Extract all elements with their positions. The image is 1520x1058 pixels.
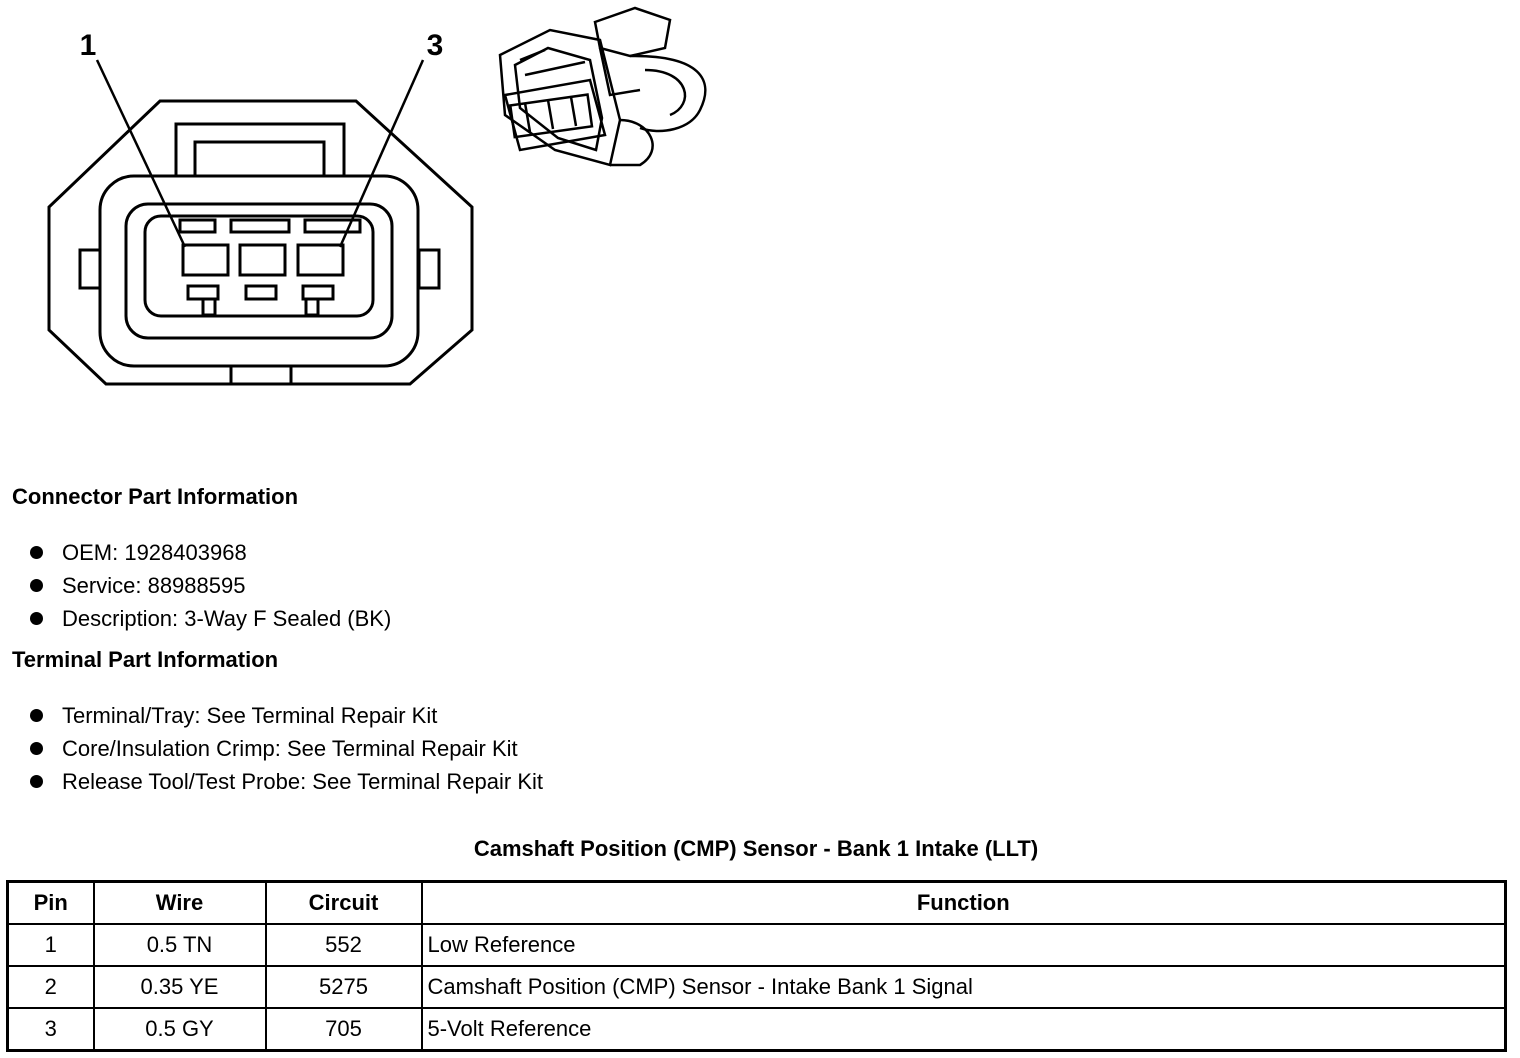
terminal-info-list: Terminal/Tray: See Terminal Repair Kit C… — [30, 699, 543, 798]
connector-isometric-icon — [498, 6, 707, 167]
pin-table: Pin Wire Circuit Function 1 0.5 TN 552 L… — [6, 880, 1507, 1052]
pin-cell: 3 — [6, 1007, 95, 1052]
table-row: 1 0.5 TN 552 Low Reference — [6, 923, 1507, 967]
column-header-wire: Wire — [92, 880, 267, 925]
connector-diagram: 1 3 — [47, 6, 707, 386]
list-item: Release Tool/Test Probe: See Terminal Re… — [30, 765, 543, 798]
connector-face-icon — [47, 59, 474, 386]
bullet-icon — [30, 742, 43, 755]
pin-cell: 2 — [6, 965, 95, 1009]
function-cell: Camshaft Position (CMP) Sensor - Intake … — [420, 965, 1507, 1009]
bullet-icon — [30, 775, 43, 788]
table-row: 3 0.5 GY 705 5-Volt Reference — [6, 1007, 1507, 1052]
list-item: OEM: 1928403968 — [30, 536, 391, 569]
connector-info-list: OEM: 1928403968 Service: 88988595 Descri… — [30, 536, 391, 635]
list-item: Description: 3-Way F Sealed (BK) — [30, 602, 391, 635]
table-title: Camshaft Position (CMP) Sensor - Bank 1 … — [473, 836, 1039, 861]
wire-cell: 0.5 GY — [92, 1007, 267, 1052]
list-item: Service: 88988595 — [30, 569, 391, 602]
pin-1-label: 1 — [80, 29, 97, 62]
circuit-cell: 5275 — [264, 965, 423, 1009]
bullet-icon — [30, 546, 43, 559]
wire-cell: 0.5 TN — [92, 923, 267, 967]
circuit-cell: 705 — [264, 1007, 423, 1052]
column-header-pin: Pin — [6, 880, 95, 925]
bullet-icon — [30, 709, 43, 722]
column-header-circuit: Circuit — [264, 880, 423, 925]
circuit-cell: 552 — [264, 923, 423, 967]
table-row: 2 0.35 YE 5275 Camshaft Position (CMP) S… — [6, 965, 1507, 1009]
connector-info-heading: Connector Part Information — [12, 484, 299, 509]
list-item: Core/Insulation Crimp: See Terminal Repa… — [30, 732, 543, 765]
table-header-row: Pin Wire Circuit Function — [6, 880, 1507, 925]
bullet-icon — [30, 579, 43, 592]
function-cell: Low Reference — [420, 923, 1507, 967]
pin-cell: 1 — [6, 923, 95, 967]
function-cell: 5-Volt Reference — [420, 1007, 1507, 1052]
terminal-info-heading: Terminal Part Information — [12, 647, 279, 672]
list-item: Terminal/Tray: See Terminal Repair Kit — [30, 699, 543, 732]
wire-cell: 0.35 YE — [92, 965, 267, 1009]
column-header-function: Function — [420, 880, 1507, 925]
bullet-icon — [30, 612, 43, 625]
pin-3-label: 3 — [427, 29, 444, 62]
